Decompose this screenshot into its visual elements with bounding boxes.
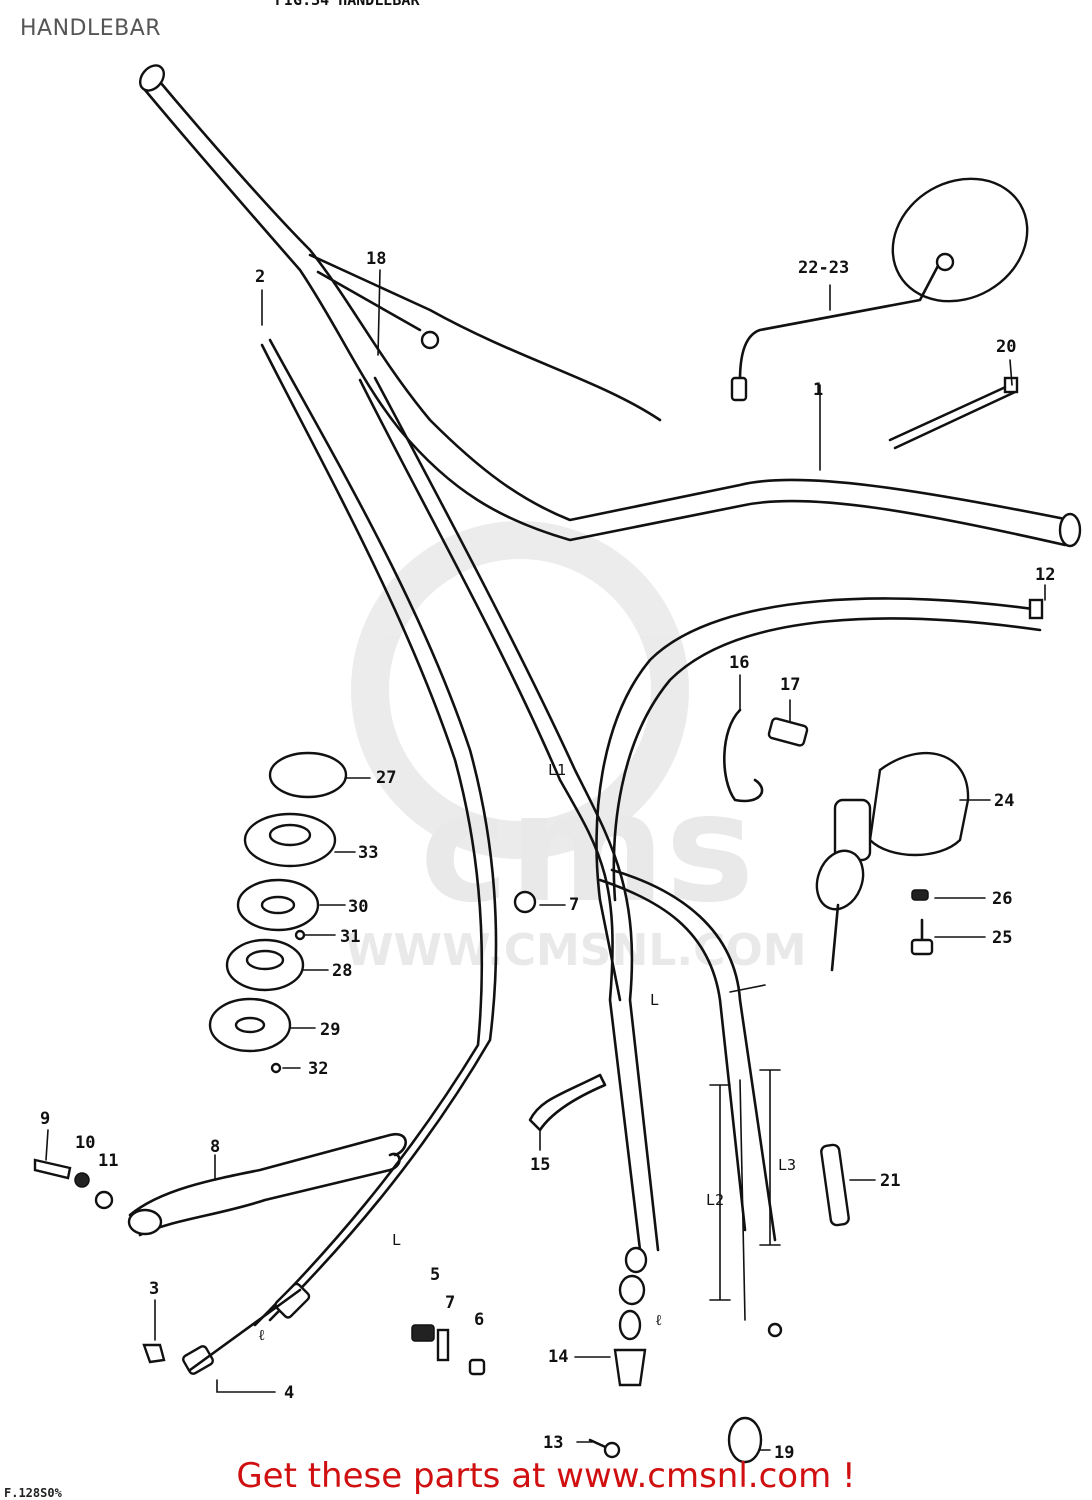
clamp-15-and-spring-21	[528, 1073, 850, 1227]
callout-14: 14	[548, 1347, 568, 1367]
figure-code: F.128S0%	[4, 1486, 62, 1500]
callout-4: 4	[284, 1383, 294, 1403]
callout-3: 3	[149, 1279, 159, 1299]
cmsnl-watermark: cms WWW.CMSNL.COM	[345, 521, 807, 976]
callout-5: 5	[430, 1265, 440, 1285]
callout-labels: 1 2 3 4 5 6 7 7 8 9 10 11 12 13 14 15 16…	[40, 249, 1055, 1463]
callout-21: 21	[880, 1171, 900, 1191]
callout-33: 33	[358, 843, 378, 863]
callout-15: 15	[530, 1155, 550, 1175]
cable-length-L3: L3	[778, 1156, 796, 1174]
cable-length-L-b: L	[392, 1231, 401, 1249]
cable-length-l-4: ℓ	[258, 1326, 265, 1344]
callout-17: 17	[780, 675, 800, 695]
watermark-brand: cms	[420, 762, 755, 936]
cable-end-fittings	[182, 890, 763, 1464]
callout-2: 2	[255, 267, 265, 287]
callout-27: 27	[376, 768, 396, 788]
clamp-bolt-20	[888, 376, 1019, 450]
leader-lines	[45, 269, 1046, 1451]
callout-32: 32	[308, 1059, 328, 1079]
callout-10: 10	[75, 1133, 95, 1153]
callout-1: 1	[813, 380, 823, 400]
callout-25: 25	[992, 928, 1012, 948]
callout-9: 9	[40, 1109, 50, 1129]
ignition-switch	[815, 751, 970, 972]
callout-29: 29	[320, 1020, 340, 1040]
callout-19: 19	[774, 1443, 794, 1463]
page-title: HANDLEBAR	[20, 16, 162, 41]
callout-16: 16	[729, 653, 749, 673]
callout-22-23: 22-23	[798, 258, 849, 278]
lever-assembly	[33, 929, 621, 1459]
callout-28: 28	[332, 961, 352, 981]
switch-housing-washers	[208, 751, 348, 1053]
watermark-url: WWW.CMSNL.COM	[345, 925, 807, 976]
callout-7-upper: 7	[569, 895, 579, 915]
handlebar	[138, 64, 1082, 548]
callout-13: 13	[543, 1433, 563, 1453]
promo-banner-link[interactable]: Get these parts at www.cmsnl.com !	[236, 1456, 856, 1496]
control-cables	[253, 338, 1044, 1338]
callout-18: 18	[366, 249, 386, 269]
cable-length-L2: L2	[706, 1191, 724, 1209]
callout-12: 12	[1035, 565, 1055, 585]
cable-length-L-a: L	[650, 991, 659, 1009]
mirror-assembly	[730, 177, 1029, 402]
callout-26: 26	[992, 889, 1012, 909]
figure-heading: FIG.34 HANDLEBAR	[275, 0, 420, 9]
callout-7-lower: 7	[445, 1293, 455, 1313]
clip-and-bolt	[723, 708, 809, 803]
callout-24: 24	[994, 791, 1014, 811]
cable-length-l-2: ℓ	[655, 1311, 662, 1329]
callout-31: 31	[340, 927, 360, 947]
cable-length-L1: L1	[548, 761, 566, 779]
callout-30: 30	[348, 897, 368, 917]
callout-20: 20	[996, 337, 1016, 357]
callout-6: 6	[474, 1310, 484, 1330]
callout-11: 11	[98, 1151, 118, 1171]
callout-8: 8	[210, 1137, 220, 1157]
